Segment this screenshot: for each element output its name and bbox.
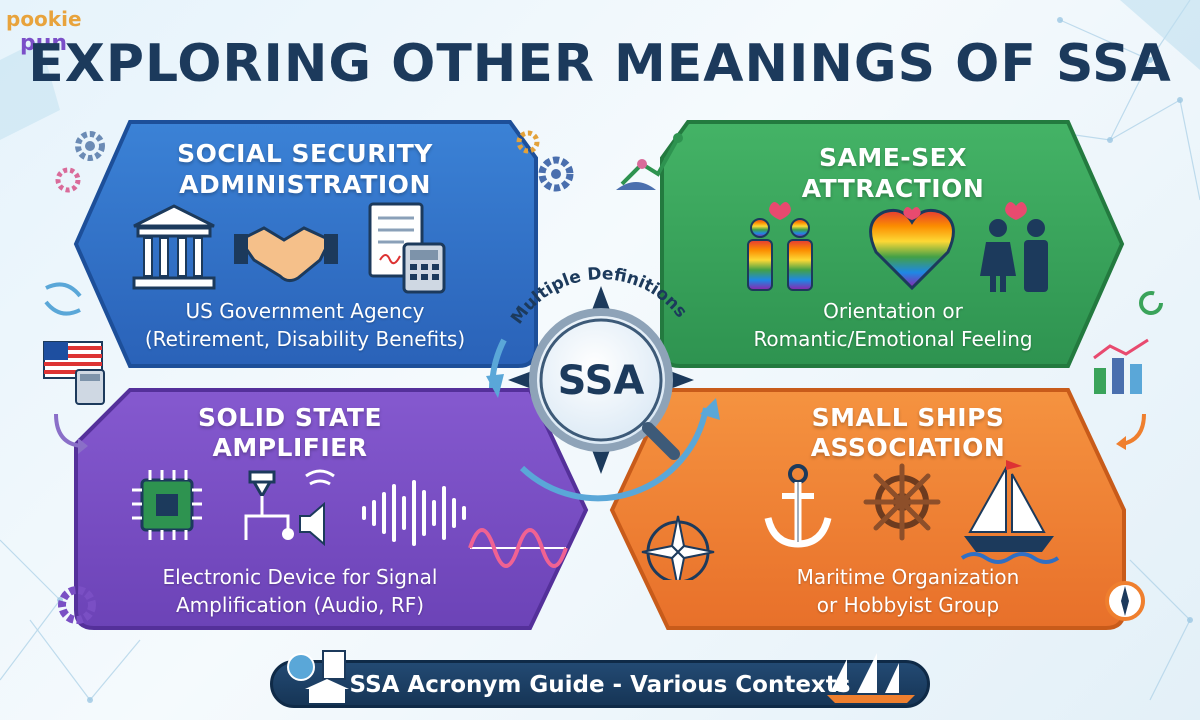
center-ssa-label: SSA (558, 358, 645, 404)
microchip-icon (132, 470, 202, 540)
refresh-icon (1139, 291, 1163, 315)
ship-wheel-icon (863, 463, 941, 541)
card-desc-line1: Orientation or (823, 299, 963, 323)
footer-text: SSA Acronym Guide - Various Contexts (349, 672, 851, 698)
card-desc-line2: (Retirement, Disability Benefits) (144, 327, 466, 351)
card-heading-line2: ADMINISTRATION (179, 170, 431, 199)
card-desc-line2: or Hobbyist Group (816, 593, 1000, 617)
card-heading-line2: ATTRACTION (801, 174, 985, 203)
gears-icon (55, 131, 105, 193)
couple-icon (980, 202, 1048, 292)
sine-wave-icon (468, 528, 568, 568)
compass-ring (508, 286, 694, 474)
card-desc-line1: Maritime Organization (796, 565, 1020, 589)
card-same-sex-icons (747, 202, 1048, 292)
government-building-icon (132, 204, 216, 290)
card-social-security-icons (132, 202, 446, 294)
footer-icons-right (827, 653, 915, 703)
compass-rose-icon (641, 515, 715, 580)
footer-banner: SSA Acronym Guide - Various Contexts (270, 650, 930, 708)
card-heading-line1: SMALL SHIPS (811, 403, 1005, 432)
gears-icon-center (516, 130, 574, 192)
soundwave-icon (362, 480, 466, 546)
magnifier-handle-icon (642, 422, 680, 460)
card-heading-line2: ASSOCIATION (810, 433, 1006, 462)
handshake-icon (234, 226, 338, 283)
card-heading-line2: AMPLIFIER (212, 433, 368, 462)
card-ships-icons (641, 460, 1060, 580)
anchor-icon (764, 464, 832, 548)
footer-icons-left (287, 650, 349, 703)
network-chart-icon (616, 133, 683, 190)
card-amplifier-icons (132, 469, 568, 568)
card-small-ships-association: SMALL SHIPS ASSOCIATION (608, 386, 1128, 632)
card-same-sex-attraction: SAME-SEX ATTRACTION (658, 118, 1128, 370)
card-heading-line1: SAME-SEX (818, 143, 968, 172)
curved-arrow-orange-icon (1116, 413, 1146, 450)
sailboat-icon (960, 460, 1060, 564)
card-amplifier-shape (74, 388, 589, 630)
card-desc-line1: US Government Agency (185, 299, 425, 323)
cycle-arrows-icon (44, 282, 82, 316)
us-flag-calculator-icon (43, 341, 105, 405)
gear-icon-purple (58, 586, 96, 624)
card-solid-state-amplifier: SOLID STATE AMPLIFIER (70, 386, 590, 632)
compass-icon (1105, 581, 1145, 621)
logo-line1: pookie (6, 7, 82, 31)
card-desc-line2: Amplification (Audio, RF) (175, 593, 425, 617)
rainbow-heart-icon (869, 207, 955, 291)
page-title: EXPLORING OTHER MEANINGS OF SSA (28, 34, 1172, 94)
card-desc-line1: Electronic Device for Signal (162, 565, 438, 589)
document-calculator-icon (368, 202, 446, 294)
logo-line2: pun (20, 31, 67, 56)
bar-chart-icon (1093, 338, 1149, 394)
pookiepun-logo: pookie pun (6, 7, 82, 56)
center-emblem: Multiple Definitions SSA (486, 264, 720, 502)
cycle-arrow-lower (519, 407, 709, 502)
card-heading-line1: SOCIAL SECURITY (177, 139, 433, 168)
rainbow-couple-icon (747, 202, 813, 291)
circuit-speaker-icon (244, 469, 335, 547)
card-desc-line2: Romantic/Emotional Feeling (753, 327, 1033, 351)
card-ships-shape (609, 388, 1126, 630)
card-heading-line1: SOLID STATE (197, 403, 383, 432)
curved-arrow-icon (54, 413, 88, 454)
